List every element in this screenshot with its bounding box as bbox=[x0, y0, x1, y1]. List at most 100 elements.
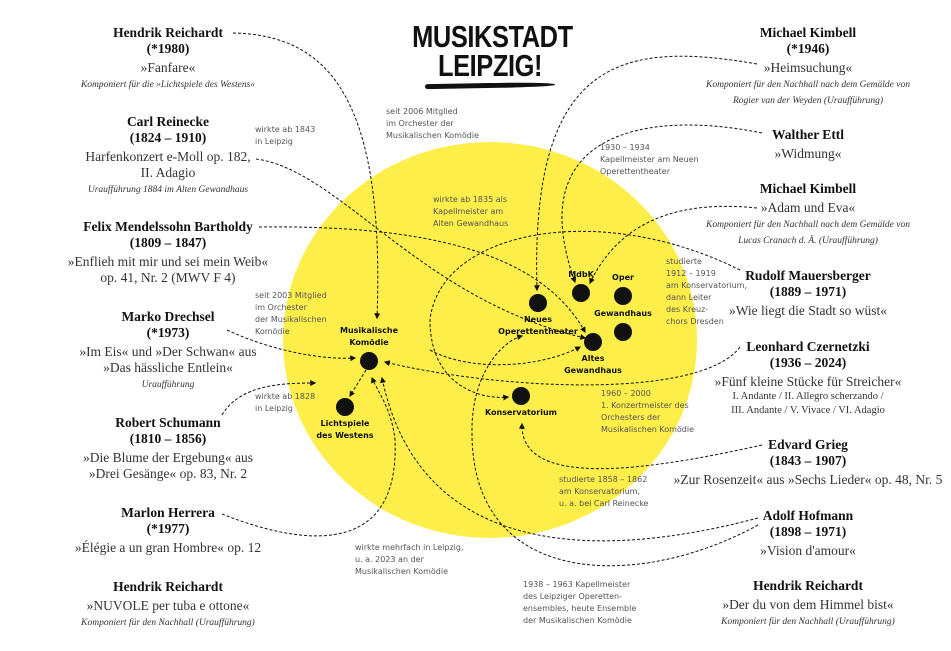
right_column-block: Michael Kimbell »Adam und Eva« Komponiert … bbox=[638, 181, 951, 249]
annotation-line: studierte bbox=[666, 257, 702, 266]
venue-dot-musikalische-komoedie[interactable] bbox=[360, 352, 378, 370]
work-title: »Widmung« bbox=[774, 146, 842, 161]
left_column-block: Hendrik Reichardt»NUVOLE per tuba e otto… bbox=[0, 579, 338, 631]
annotation-line: Komödie bbox=[255, 327, 290, 336]
title-line-2: LEIPZIG! bbox=[437, 48, 543, 83]
right_column-block: Adolf Hofmann(1898 – 1971)»Vision d'amou… bbox=[638, 508, 951, 559]
line-czernetzki-altes-gewandhaus bbox=[429, 346, 582, 366]
venue-dot-konservatorium[interactable] bbox=[512, 387, 530, 405]
venue-dot-altes-gewandhaus[interactable] bbox=[584, 333, 602, 351]
annotation-line: 1960 – 2000 bbox=[601, 389, 651, 398]
annotation-line: am Konservatorium, bbox=[559, 487, 641, 496]
work-title: Harfenkonzert e-Moll op. 182, bbox=[85, 149, 251, 164]
annotation-line: u. a. 2023 an der bbox=[355, 555, 424, 564]
left_column-block: Robert Schumann(1810 – 1856)»Die Blume d… bbox=[0, 415, 338, 482]
work-note: Uraufführung bbox=[141, 380, 195, 390]
work-note: Lucas Cranach d. Ä. (Uraufführung) bbox=[738, 236, 878, 246]
composer-name: Marko Drechsel bbox=[121, 309, 215, 324]
annotation-line: Kapellmeister am Neuen bbox=[600, 155, 699, 164]
left_column-block: Marko Drechsel(*1973)»Im Eis« und »Der S… bbox=[0, 309, 338, 393]
venue-label-line: Operettentheater bbox=[498, 327, 578, 336]
annotation: wirkte mehrfach in Leipzig, u. a. 2023 an… bbox=[355, 542, 464, 578]
composer-name: Hendrik Reichardt bbox=[113, 25, 223, 40]
venue-label-line: Altes bbox=[581, 354, 605, 363]
annotation-line: Musikalischen Komödie bbox=[386, 131, 480, 140]
venue-label-line: Lichtspiele bbox=[320, 419, 370, 428]
work-title: »Enflieh mit mir und sei mein Weib« bbox=[67, 254, 269, 269]
annotation-line: Alten Gewandhaus bbox=[433, 219, 509, 228]
venue-label-gewandhaus: Gewandhaus bbox=[563, 308, 683, 320]
venue-label-line: Komödie bbox=[349, 338, 389, 347]
annotation-line: Musikalischen Komödie bbox=[601, 425, 695, 434]
line-reinecke bbox=[255, 158, 587, 340]
annotation-line: des Leipziger Operetten- bbox=[523, 592, 622, 601]
right_column-block: Leonhard Czernetzki(1936 – 2024)»Fünf kl… bbox=[638, 339, 951, 418]
work-title: »Wie liegt die Stadt so wüst« bbox=[728, 303, 888, 318]
composer-dates: (1809 – 1847) bbox=[129, 235, 207, 250]
annotation-line: in Leipzig bbox=[255, 137, 293, 146]
venue-dot-lichtspiele-des-westens[interactable] bbox=[336, 398, 354, 416]
line-kimbell-adam bbox=[589, 205, 758, 285]
work-title: »Fanfare« bbox=[140, 60, 196, 75]
annotation-line: 1912 – 1919 bbox=[666, 269, 716, 278]
left_column-block: Marlon Herrera(*1977)»Élégie a un gran H… bbox=[0, 505, 338, 556]
work-title: »Die Blume der Ergebung« aus bbox=[83, 450, 253, 465]
annotation-line: der Musikalischen Komödie bbox=[523, 616, 632, 625]
composer-name: Walther Ettl bbox=[771, 127, 845, 142]
right_column-block: Michael Kimbell(*1946)»Heimsuchung«Kompo… bbox=[638, 25, 951, 109]
venue-label-line: Gewandhaus bbox=[594, 309, 652, 318]
annotation-line: dann Leiter bbox=[666, 293, 712, 302]
annotation-line: wirkte mehrfach in Leipzig, bbox=[355, 543, 464, 552]
composer-dates: (*1980) bbox=[146, 41, 190, 56]
annotation-line: Musikalischen Komödie bbox=[355, 567, 449, 576]
annotation-line: Orchesters der bbox=[601, 413, 661, 422]
title-line-1: MUSIKSTADT bbox=[412, 19, 573, 54]
annotation-line: im Orchester bbox=[255, 303, 307, 312]
work-title: »Heimsuchung« bbox=[763, 60, 853, 75]
venue-dot-oper[interactable] bbox=[614, 287, 632, 305]
composer-name: Michael Kimbell bbox=[759, 181, 857, 196]
venue-label-line: MdbK bbox=[568, 270, 594, 279]
venue-label-oper: Oper bbox=[563, 272, 683, 284]
composer-dates: (*1977) bbox=[146, 521, 190, 536]
line-herrera bbox=[221, 376, 396, 537]
annotation-line: seit 2006 Mitglied bbox=[386, 107, 458, 116]
work-title: II. Adagio bbox=[140, 165, 196, 180]
annotation-line: 1. Konzertmeister des bbox=[601, 401, 689, 410]
venue-dot-neues-operettentheater[interactable] bbox=[529, 294, 547, 312]
annotation-line: u. a. bei Carl Reinecke bbox=[559, 499, 649, 508]
annotation-line: 1930 – 1934 bbox=[600, 143, 650, 152]
venue-label-line: Gewandhaus bbox=[564, 366, 622, 375]
work-title: »Im Eis« und »Der Schwan« aus bbox=[79, 344, 257, 359]
venue-label-konservatorium: Konservatorium bbox=[461, 407, 581, 419]
work-note: Komponiert für den Nachhall nach dem Gem… bbox=[706, 220, 910, 230]
composer-dates: (1936 – 2024) bbox=[769, 355, 847, 370]
composer-name: Edvard Grieg bbox=[768, 437, 848, 452]
venue-dot-mdbk[interactable] bbox=[572, 284, 590, 302]
left_column-block: Carl Reinecke(1824 – 1910)Harfenkonzert … bbox=[0, 114, 338, 198]
annotation-line: im Orchester der bbox=[386, 119, 454, 128]
composer-dates: (1843 – 1907) bbox=[769, 453, 847, 468]
annotation-line: des Kreuz- bbox=[666, 305, 709, 314]
composer-name: Michael Kimbell bbox=[759, 25, 857, 40]
line-drechsel bbox=[226, 329, 357, 362]
work-movements: III. Andante / V. Vivace / VI. Adagio bbox=[731, 405, 885, 416]
work-movements: I. Andante / II. Allegro scherzando / bbox=[732, 391, 884, 402]
work-note: Rogier van der Weyden (Uraufführung) bbox=[732, 96, 884, 106]
annotation-line: der Musikalischen bbox=[255, 315, 327, 324]
annotation-line: wirkte ab 1835 als bbox=[433, 195, 508, 204]
work-title: »Adam und Eva« bbox=[760, 200, 856, 215]
annotation-line: chors Dresden bbox=[666, 317, 724, 326]
page-title: MUSIKSTADT LEIPZIG! bbox=[395, 19, 585, 83]
composer-dates: (1810 – 1856) bbox=[129, 431, 207, 446]
venue-dot-gewandhaus[interactable] bbox=[614, 323, 632, 341]
